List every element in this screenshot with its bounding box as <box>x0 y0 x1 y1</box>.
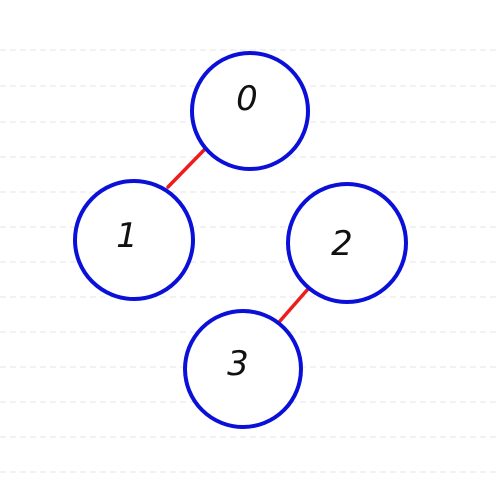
nodes: 0 1 2 3 <box>73 51 408 429</box>
node-2-circle <box>286 182 408 304</box>
edge-0-1 <box>166 147 207 189</box>
node-1[interactable]: 1 <box>73 179 195 301</box>
node-3-circle <box>183 309 303 429</box>
node-2-label: 2 <box>331 224 353 264</box>
node-3[interactable]: 3 <box>183 309 303 429</box>
edges <box>166 147 310 323</box>
node-0-label: 0 <box>236 79 258 119</box>
node-3-label: 3 <box>227 344 249 384</box>
node-0-circle <box>190 51 310 171</box>
node-0[interactable]: 0 <box>190 51 310 171</box>
node-1-circle <box>73 179 195 301</box>
edge-2-3 <box>278 287 310 323</box>
node-2[interactable]: 2 <box>286 182 408 304</box>
node-1-label: 1 <box>116 216 138 256</box>
